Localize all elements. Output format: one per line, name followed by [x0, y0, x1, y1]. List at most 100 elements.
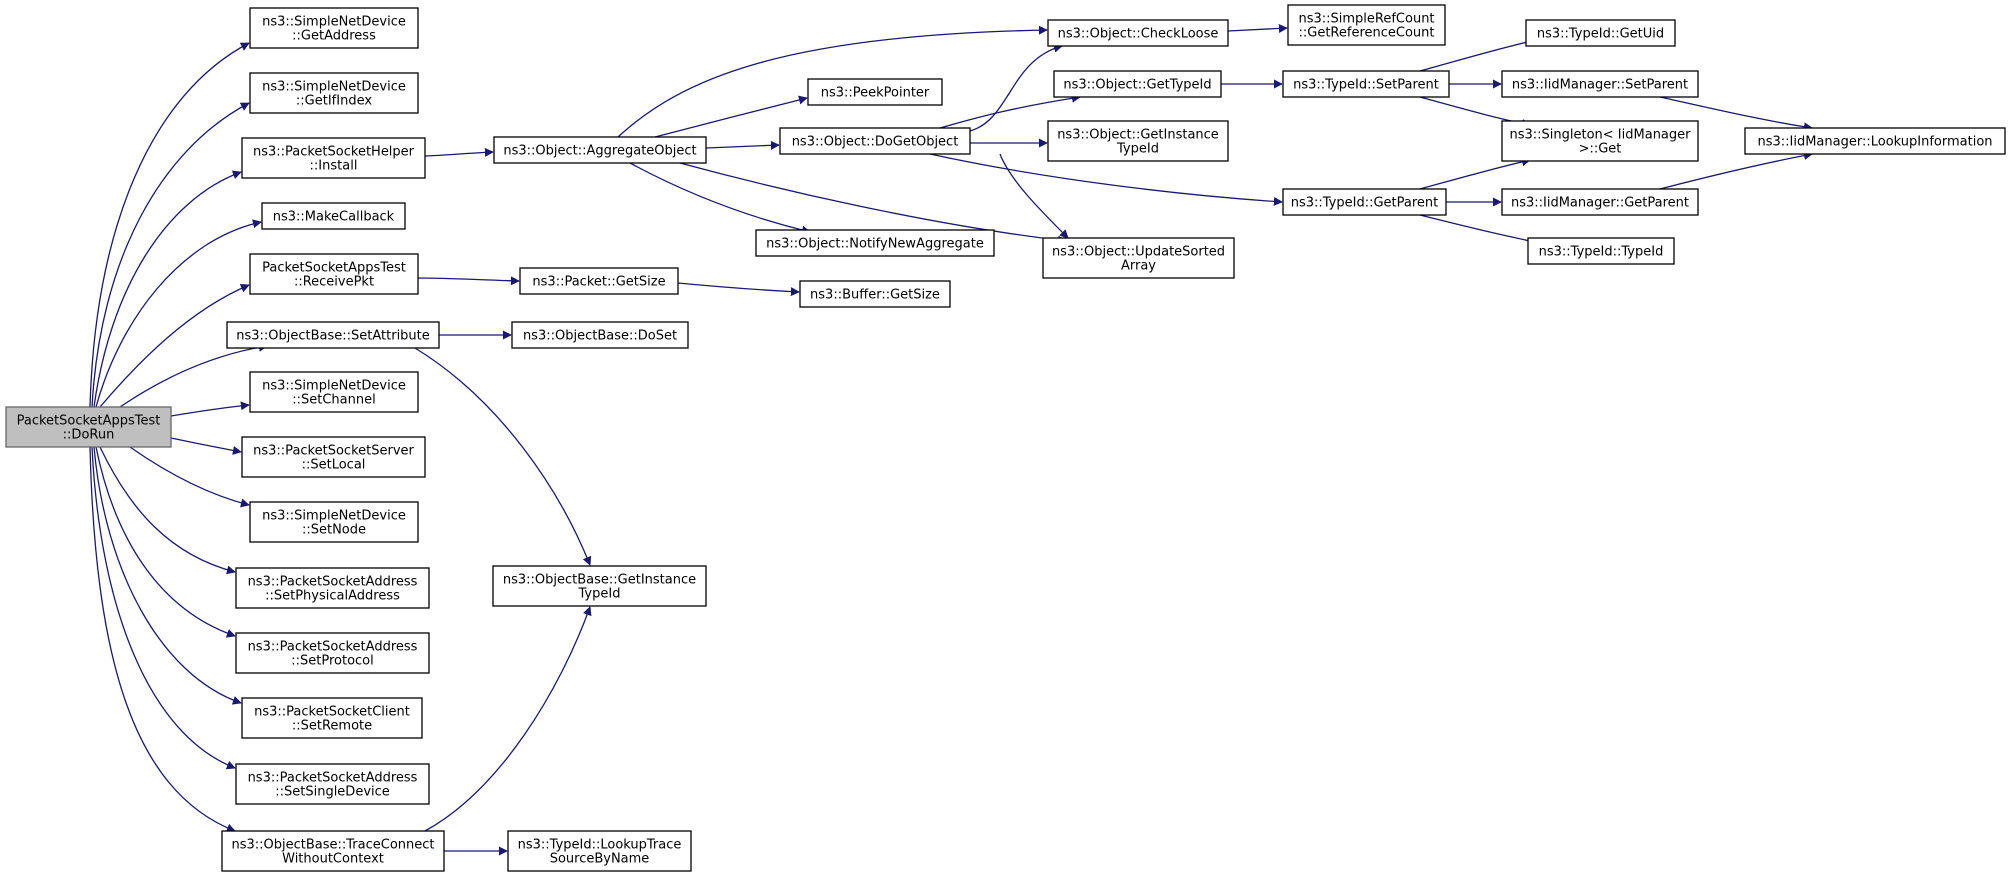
node-label: ns3::PacketSocketAddress — [248, 575, 418, 590]
node-sn_setnode[interactable]: ns3::SimpleNetDevice::SetNode — [249, 501, 419, 543]
node-iid_lookupinfo[interactable]: ns3::IidManager::LookupInformation — [1744, 127, 2006, 155]
node-box[interactable] — [519, 267, 679, 295]
node-box[interactable] — [1501, 120, 1699, 162]
edge-tid_getparent-to-singleton_get — [1419, 157, 1531, 190]
node-box[interactable] — [235, 632, 430, 674]
node-label: ns3::Object::UpdateSorted — [1052, 245, 1225, 260]
node-obj_dogetobject[interactable]: ns3::Object::DoGetObject — [779, 127, 971, 155]
node-box[interactable] — [807, 78, 943, 106]
node-ob_doset[interactable]: ns3::ObjectBase::DoSet — [511, 321, 689, 349]
node-box[interactable] — [1525, 19, 1676, 47]
node-box[interactable] — [511, 321, 689, 349]
node-box[interactable] — [1047, 120, 1229, 162]
node-dorun[interactable]: PacketSocketAppsTest::DoRun — [5, 406, 172, 448]
node-obj_checkloose[interactable]: ns3::Object::CheckLoose — [1047, 19, 1229, 47]
node-psa_setprotocol[interactable]: ns3::PacketSocketAddress::SetProtocol — [235, 632, 430, 674]
node-label: PacketSocketAppsTest — [17, 414, 161, 429]
node-psc_setremote[interactable]: ns3::PacketSocketClient::SetRemote — [241, 697, 423, 739]
node-box[interactable] — [492, 565, 707, 607]
node-box[interactable] — [5, 406, 172, 448]
node-label: ns3::SimpleNetDevice — [262, 15, 406, 30]
node-box[interactable] — [1501, 188, 1699, 216]
node-box[interactable] — [1501, 70, 1699, 98]
node-label: ns3::ObjectBase::GetInstance — [503, 573, 696, 588]
node-box[interactable] — [1287, 4, 1446, 46]
node-label: ::SetChannel — [292, 393, 375, 408]
node-psh_install[interactable]: ns3::PacketSocketHelper::Install — [241, 137, 426, 179]
node-label: ::DoRun — [63, 428, 115, 443]
node-obj_gettypeid[interactable]: ns3::Object::GetTypeId — [1053, 70, 1222, 98]
node-box[interactable] — [1282, 188, 1447, 216]
node-label: ns3::SimpleNetDevice — [262, 509, 406, 524]
edge-obj_aggregate-to-obj_updatesorted — [679, 162, 1067, 245]
node-psa_setphysical[interactable]: ns3::PacketSocketAddress::SetPhysicalAdd… — [235, 567, 430, 609]
node-box[interactable] — [1744, 127, 2006, 155]
node-packet_getsize[interactable]: ns3::Packet::GetSize — [519, 267, 679, 295]
edge-obj_dogetobject-to-tid_getparent — [929, 153, 1283, 206]
node-label: ns3::Buffer::GetSize — [810, 288, 940, 303]
node-box[interactable] — [1047, 19, 1229, 47]
node-tid_getparent[interactable]: ns3::TypeId::GetParent — [1282, 188, 1447, 216]
node-receivepkt[interactable]: PacketSocketAppsTest::ReceivePkt — [249, 253, 419, 295]
node-label: ::Install — [310, 159, 358, 174]
node-box[interactable] — [241, 436, 426, 478]
node-label: ns3::Packet::GetSize — [532, 275, 665, 290]
node-box[interactable] — [241, 137, 426, 179]
node-label: ::ReceivePkt — [294, 275, 374, 290]
node-tid_typeid[interactable]: ns3::TypeId::TypeId — [1527, 237, 1675, 265]
node-box[interactable] — [1527, 237, 1675, 265]
node-box[interactable] — [249, 253, 419, 295]
node-box[interactable] — [1053, 70, 1222, 98]
node-label: ns3::IidManager::GetParent — [1511, 196, 1689, 211]
node-sn_setchannel[interactable]: ns3::SimpleNetDevice::SetChannel — [249, 371, 419, 413]
edge-dorun-to-psc_setremote — [93, 446, 242, 705]
node-box[interactable] — [249, 72, 419, 114]
node-sn_getaddress[interactable]: ns3::SimpleNetDevice::GetAddress — [249, 7, 419, 49]
node-label: ns3::SimpleNetDevice — [262, 379, 406, 394]
node-box[interactable] — [249, 501, 419, 543]
node-makecallback[interactable]: ns3::MakeCallback — [261, 202, 406, 230]
node-label: WithoutContext — [282, 852, 384, 867]
node-peekpointer[interactable]: ns3::PeekPointer — [807, 78, 943, 106]
node-iid_setparent[interactable]: ns3::IidManager::SetParent — [1501, 70, 1699, 98]
node-obj_aggregate[interactable]: ns3::Object::AggregateObject — [493, 136, 707, 164]
node-box[interactable] — [1282, 70, 1450, 98]
node-box[interactable] — [241, 697, 423, 739]
node-box[interactable] — [221, 830, 445, 872]
node-box[interactable] — [261, 202, 406, 230]
node-label: ns3::MakeCallback — [273, 210, 395, 225]
node-label: ns3::TypeId::GetParent — [1291, 196, 1439, 211]
node-box[interactable] — [226, 321, 440, 349]
node-box[interactable] — [755, 229, 995, 257]
node-box[interactable] — [493, 136, 707, 164]
node-buffer_getsize[interactable]: ns3::Buffer::GetSize — [799, 280, 951, 308]
node-iid_getparent[interactable]: ns3::IidManager::GetParent — [1501, 188, 1699, 216]
edge-dorun-to-receivepkt — [99, 284, 250, 408]
node-label: >::Get — [1579, 142, 1622, 157]
node-tid_setparent[interactable]: ns3::TypeId::SetParent — [1282, 70, 1450, 98]
node-ob_traceconnect[interactable]: ns3::ObjectBase::TraceConnectWithoutCont… — [221, 830, 445, 872]
node-box[interactable] — [507, 830, 692, 872]
node-box[interactable] — [235, 567, 430, 609]
node-sn_getifindex[interactable]: ns3::SimpleNetDevice::GetIfIndex — [249, 72, 419, 114]
node-obj_notifynew[interactable]: ns3::Object::NotifyNewAggregate — [755, 229, 995, 257]
node-box[interactable] — [779, 127, 971, 155]
node-tid_getuid[interactable]: ns3::TypeId::GetUid — [1525, 19, 1676, 47]
node-label: ns3::Object::GetTypeId — [1063, 78, 1211, 93]
node-box[interactable] — [249, 7, 419, 49]
node-box[interactable] — [799, 280, 951, 308]
node-label: ns3::SimpleNetDevice — [262, 80, 406, 95]
node-pss_setlocal[interactable]: ns3::PacketSocketServer::SetLocal — [241, 436, 426, 478]
node-label: ns3::PacketSocketAddress — [248, 640, 418, 655]
node-psa_setsingle[interactable]: ns3::PacketSocketAddress::SetSingleDevic… — [235, 763, 430, 805]
node-ob_setattribute[interactable]: ns3::ObjectBase::SetAttribute — [226, 321, 440, 349]
node-box[interactable] — [1042, 237, 1235, 279]
node-src_getrefcount[interactable]: ns3::SimpleRefCount::GetReferenceCount — [1287, 4, 1446, 46]
node-box[interactable] — [235, 763, 430, 805]
node-box[interactable] — [249, 371, 419, 413]
node-singleton_get[interactable]: ns3::Singleton< IidManager>::Get — [1501, 120, 1699, 162]
